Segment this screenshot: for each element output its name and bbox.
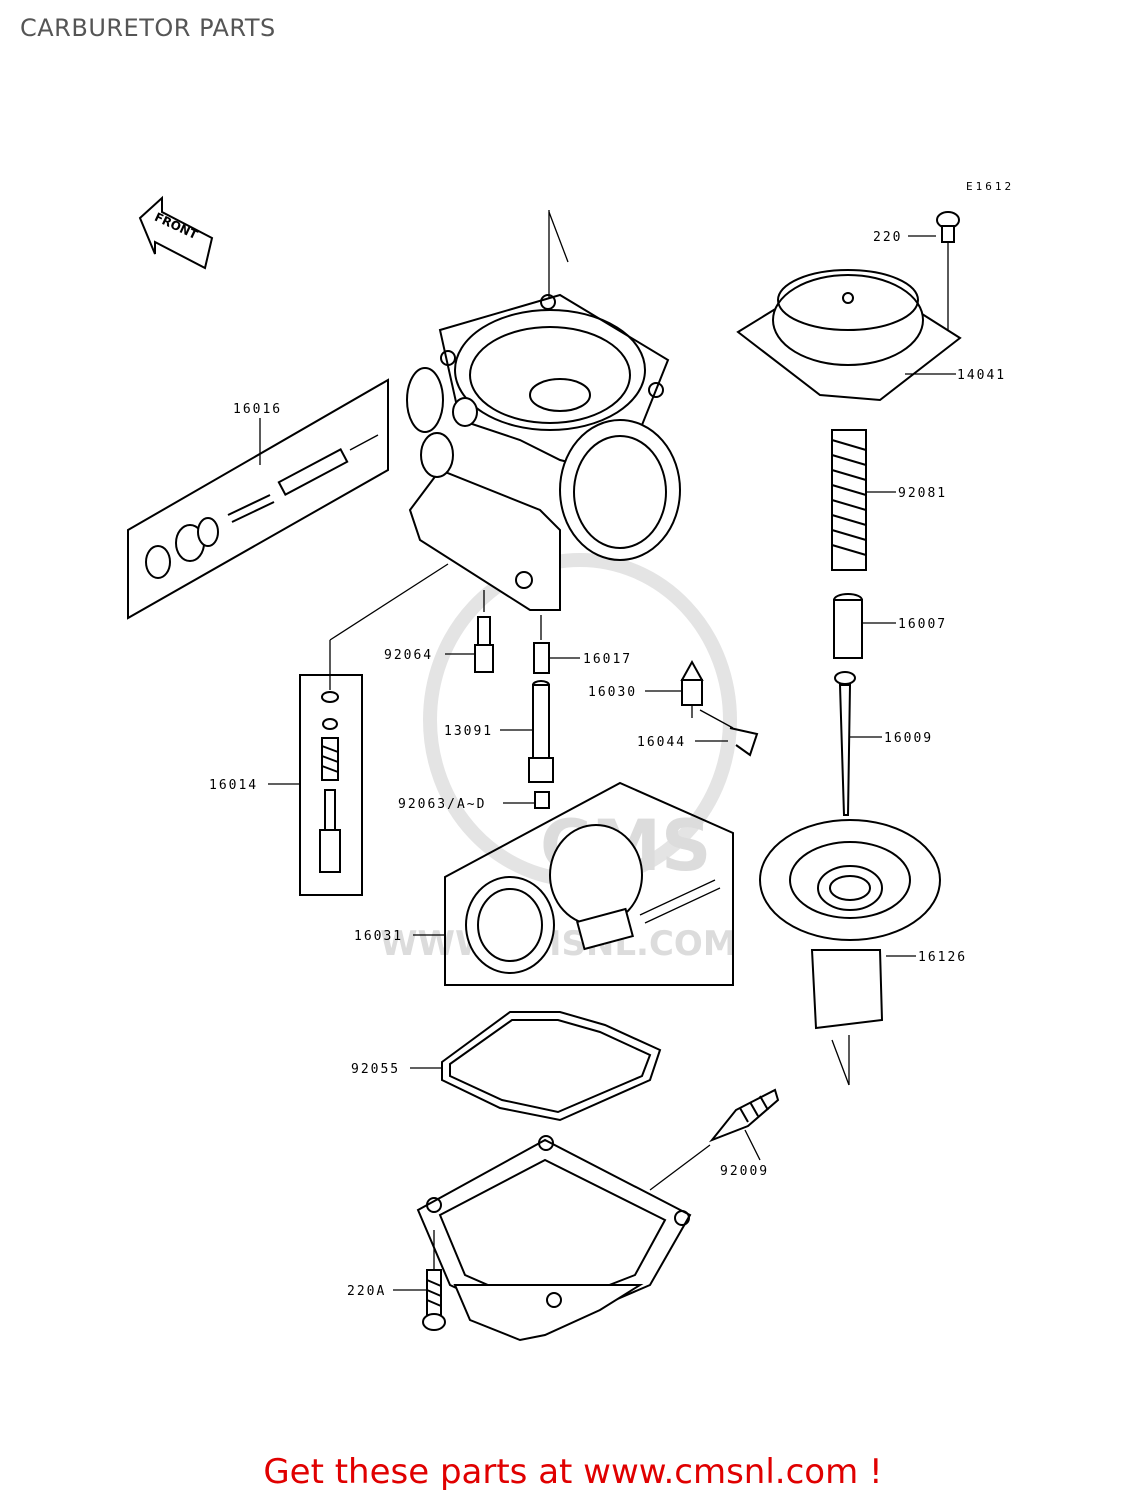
screw-220 xyxy=(936,211,960,335)
float-16031 xyxy=(444,781,734,986)
drain-screw-92009 xyxy=(649,1088,780,1191)
pipe-16017 xyxy=(533,615,550,674)
label-16016: 16016 xyxy=(233,402,282,417)
label-16031: 16031 xyxy=(354,929,403,944)
float-bowl xyxy=(416,1135,692,1342)
starter-plunger-set-16014 xyxy=(299,674,363,896)
carburetor-exploded-diagram: CMS WWW.CMSNL.COM E1612 FRONT 220 xyxy=(127,180,1014,1342)
spring-92081 xyxy=(831,429,867,571)
label-16126: 16126 xyxy=(918,950,967,965)
vacuum-piston-16126 xyxy=(759,819,941,1086)
label-220: 220 xyxy=(873,230,902,245)
label-92064: 92064 xyxy=(384,648,433,663)
screw-220a xyxy=(422,1230,446,1331)
pilot-screw-set-16016 xyxy=(127,378,389,620)
needle-jet-13091 xyxy=(528,680,554,783)
label-92055: 92055 xyxy=(351,1062,400,1077)
label-92009: 92009 xyxy=(720,1164,769,1179)
carburetor-body xyxy=(406,210,681,611)
label-16007: 16007 xyxy=(898,617,947,632)
label-16014: 16014 xyxy=(209,778,258,793)
label-220a: 220A xyxy=(347,1284,386,1299)
footer-link[interactable]: Get these parts at www.cmsnl.com ! xyxy=(263,1452,883,1492)
jet-92064 xyxy=(474,590,494,673)
watermark-text: WWW.CMSNL.COM xyxy=(380,924,737,964)
clip-16044 xyxy=(699,709,759,757)
page-title: CARBURETOR PARTS xyxy=(20,14,276,42)
label-92063: 92063/A~D xyxy=(398,797,486,812)
label-16030: 16030 xyxy=(588,685,637,700)
needle-holder-16007 xyxy=(833,593,863,659)
label-16044: 16044 xyxy=(637,735,686,750)
label-13091: 13091 xyxy=(444,724,493,739)
label-14041: 14041 xyxy=(957,368,1006,383)
jet-needle-16009 xyxy=(834,671,856,816)
label-16009: 16009 xyxy=(884,731,933,746)
gasket-92055 xyxy=(441,1011,662,1122)
float-valve-16030 xyxy=(680,659,704,718)
label-92081: 92081 xyxy=(898,486,947,501)
front-arrow-icon: FRONT xyxy=(138,195,214,270)
diagram-code: E1612 xyxy=(966,180,1014,193)
top-cover-14041 xyxy=(736,269,962,402)
label-16017: 16017 xyxy=(583,652,632,667)
main-jet-92063 xyxy=(534,791,550,809)
